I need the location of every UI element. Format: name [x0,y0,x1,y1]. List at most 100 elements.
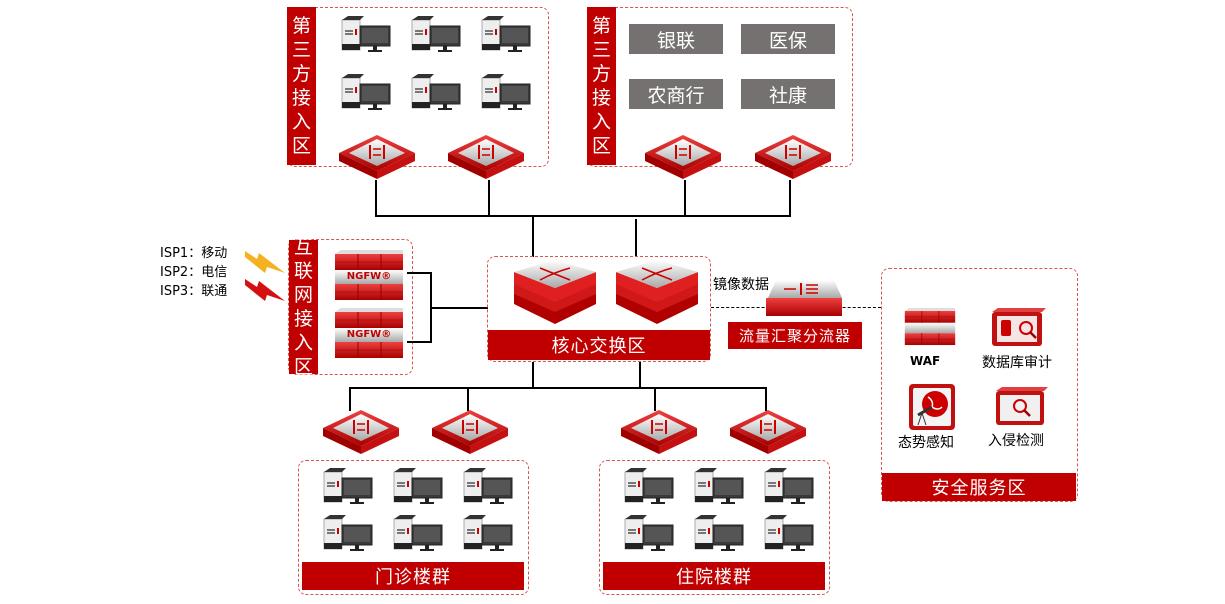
label-char: 三 [591,39,611,61]
pc-icon [322,515,374,553]
label-char: 区 [293,356,313,378]
partner-unionpay: 银联 [629,24,723,54]
connector-line [532,217,534,257]
pc-icon [693,468,745,506]
core-switch-icon [612,260,702,330]
connector-line [432,307,488,309]
outpatient-zone [298,460,529,595]
intrusion-detection-icon [996,387,1048,425]
label-char: 区 [291,135,311,157]
label-char: 接 [291,87,311,109]
label-char: 方 [591,63,611,85]
label-char: 区 [591,135,611,157]
pc-icon [410,74,462,112]
pc-icon [623,468,675,506]
mirror-data-label: 镜像数据 [713,277,769,293]
lightning-icon [245,279,285,301]
label-char: 入 [591,111,611,133]
label-char: 网 [293,284,313,306]
connector-line [639,362,641,388]
connector-line [467,387,469,411]
label-char: 方 [291,63,311,85]
outpatient-zone-label: 门诊楼群 [302,562,524,590]
connector-line [349,387,767,389]
ngfw-label: NGFW® [346,271,392,282]
pc-icon [763,468,815,506]
pc-icon [763,515,815,553]
internet-zone [288,239,413,375]
core-zone [487,256,711,362]
connector-line [375,180,377,217]
traffic-aggregator-icon [766,280,842,316]
connector-line [684,180,686,217]
label-char: 入 [291,111,311,133]
pc-icon [480,74,532,112]
router-icon [321,408,401,456]
router-icon [619,408,699,456]
connector-line [789,180,791,217]
pc-icon [693,515,745,553]
inpatient-zone [599,460,830,595]
database-audit-label: 数据库审计 [982,355,1052,371]
database-audit-icon [992,308,1046,346]
pc-icon [392,515,444,553]
security-zone-label: 安全服务区 [882,473,1076,501]
pc-icon [623,515,675,553]
core-switch-icon [510,260,600,330]
waf-label: WAF [910,354,941,368]
label-char: 入 [293,332,313,354]
partner-community-health: 社康 [741,79,835,109]
situation-awareness-label: 态势感知 [898,435,954,451]
connector-line [407,341,431,343]
third-party-zone-2-label: 第 三 方 接 入 区 [587,7,616,165]
label-char: 第 [591,15,611,37]
ngfw-label: NGFW® [346,329,392,340]
waf-icon [900,308,960,348]
situation-awareness-icon [909,384,955,430]
traffic-aggregator-label: 流量汇聚分流器 [728,322,862,349]
router-icon [728,408,808,456]
connector-line [430,272,432,343]
router-icon [430,408,510,456]
pc-icon [462,515,514,553]
internet-zone-label: 互 联 网 接 入 区 [289,236,318,378]
connector-line [654,387,656,411]
third-party-zone-1-label: 第 三 方 接 入 区 [287,7,316,165]
label-char: 互 [293,236,313,258]
router-icon [337,133,417,181]
intrusion-detection-label: 入侵检测 [988,433,1044,449]
pc-icon [340,74,392,112]
pc-icon [392,468,444,506]
pc-icon [322,468,374,506]
ngfw-firewall-2: NGFW® [333,308,405,362]
pc-icon [410,16,462,54]
label-char: 联 [293,260,313,282]
router-icon [643,133,723,181]
connector-line [407,272,431,274]
partner-medical-insurance: 医保 [741,24,835,54]
ngfw-firewall-1: NGFW® [333,250,405,304]
label-char: 第 [291,15,311,37]
pc-icon [340,16,392,54]
connector-line [349,387,351,411]
label-char: 三 [291,39,311,61]
partner-rural-bank: 农商行 [629,79,723,109]
label-char: 接 [591,87,611,109]
router-icon [446,133,526,181]
connector-line [635,219,637,257]
router-icon [753,133,833,181]
label-char: 接 [293,308,313,330]
inpatient-zone-label: 住院楼群 [603,562,825,590]
isp-line-2: ISP2：电信 [160,265,228,280]
isp-line-3: ISP3：联通 [160,284,228,299]
core-zone-label: 核心交换区 [488,330,710,360]
connector-line [375,215,791,217]
security-zone [881,268,1078,502]
isp-line-1: ISP1：移动 [160,246,228,261]
connector-line [765,387,767,411]
lightning-icon [245,251,285,273]
connector-line [532,362,534,388]
pc-icon [480,16,532,54]
pc-icon [462,468,514,506]
connector-line [488,180,490,217]
